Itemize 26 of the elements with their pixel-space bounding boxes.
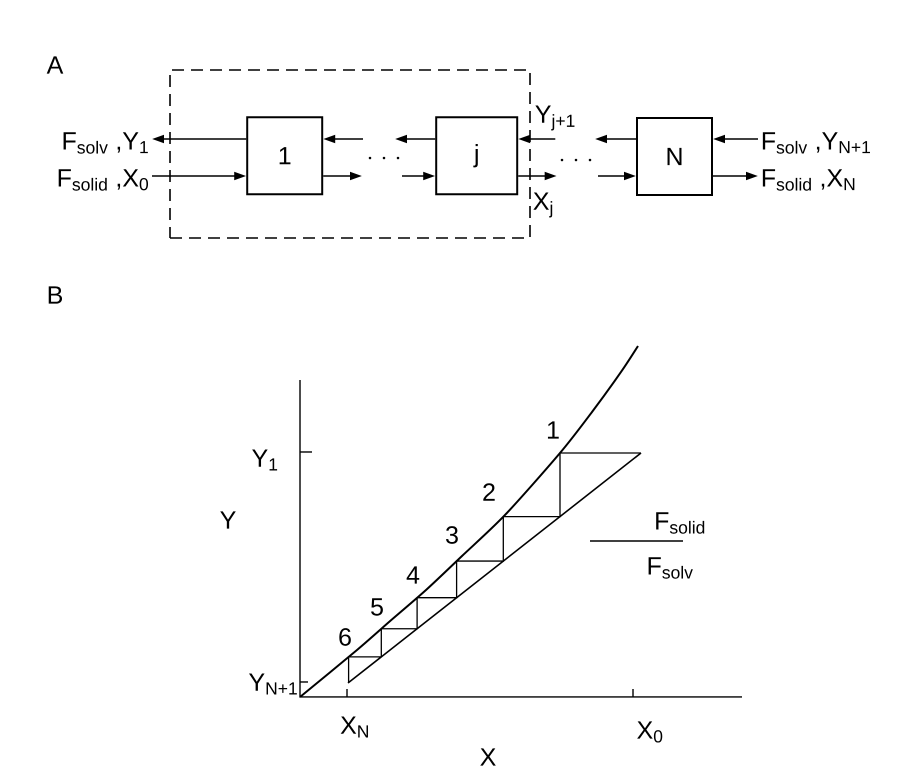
axis-label: Y$_{1}$ (252, 450, 278, 470)
panel-label: A (46, 56, 64, 74)
dashed-envelope (169, 69, 531, 239)
stage-box: N (636, 117, 713, 196)
step-number: 2 (483, 483, 495, 501)
stream-label: Y$_{j+1}$ (535, 106, 574, 130)
step-number: 4 (406, 566, 420, 584)
step-number: 6 (339, 628, 351, 646)
panel-label: B (48, 286, 62, 304)
stream-label: F$_{solid}$ ,X$_{0}$ (58, 169, 148, 191)
axis-label: X$_{0}$ (637, 721, 662, 743)
stage-box: 1 (246, 116, 324, 196)
stream-label: F$_{solid}$ ,X$_{N}$ (762, 169, 854, 191)
stream-label: X$_{j}$ (533, 192, 552, 218)
step-number: 5 (371, 598, 383, 616)
step-number: 1 (548, 421, 559, 439)
axis-label: X (480, 748, 496, 766)
step-number: 3 (446, 526, 458, 544)
stage-box: j (435, 116, 518, 196)
axis-label: Y$_{N+1}$ (249, 674, 297, 694)
slope-label: F$_{solid}$ (656, 512, 704, 534)
slope-label: F$_{solv}$ (648, 557, 693, 579)
axis-label: Y (220, 511, 236, 529)
stream-label: F$_{solv}$ ,Y$_{1}$ (64, 132, 148, 154)
stream-label: F$_{solv}$ ,Y$_{N+1}$ (762, 132, 870, 154)
axis-label: X$_{N}$ (340, 716, 368, 738)
